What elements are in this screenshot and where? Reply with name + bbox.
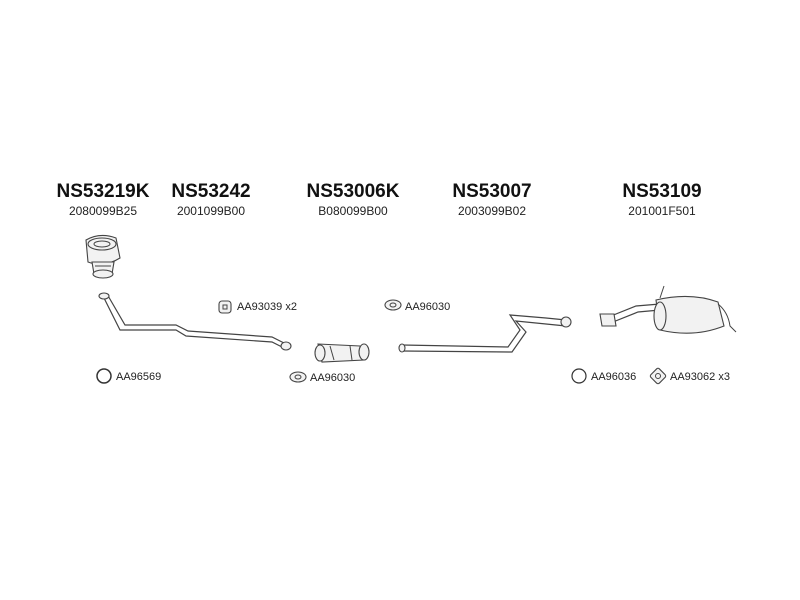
part-code-front-pipe-cat[interactable]: NS53219K [56,181,150,202]
accessory-code: AA96569 [116,371,162,383]
accessory-code: AA96030 [405,301,451,313]
accessory-label-aa93062[interactable]: AA93062 x3 [670,371,730,383]
middle-pipe-drawing[interactable] [398,314,572,353]
accessory-label-aa96030-bottom[interactable]: AA96030 [310,372,355,384]
accessory-qty: x3 [718,371,730,383]
rear-muffler-drawing[interactable] [599,285,737,334]
front-pipe-drawing[interactable] [98,292,292,351]
part-ref-front-pipe: 2001099B00 [176,204,246,218]
part-code-rear-muffler[interactable]: NS53109 [622,181,702,202]
part-code-front-pipe[interactable]: NS53242 [171,181,251,202]
ring-icon-aa96569[interactable] [96,368,112,384]
part-ref-catalytic-converter: B080099B00 [318,204,388,218]
catalytic-converter-drawing[interactable] [314,343,370,363]
accessory-code: AA93062 [670,371,716,383]
accessory-label-aa96569[interactable]: AA96569 [116,371,161,383]
accessory-label-aa96036[interactable]: AA96036 [591,371,636,383]
gasket-icon-aa96030-top[interactable] [384,299,402,311]
accessory-code: AA96030 [310,372,356,384]
accessory-label-aa96030-top[interactable]: AA96030 [405,301,450,313]
accessory-code: AA96036 [591,371,637,383]
part-code-middle-pipe[interactable]: NS53007 [452,181,532,202]
accessory-qty: x2 [285,301,297,313]
accessory-label-aa93039[interactable]: AA93039 x2 [237,301,297,313]
part-ref-rear-muffler: 201001F501 [628,204,696,218]
part-code-catalytic-converter[interactable]: NS53006K [306,181,400,202]
gasket-icon-aa96030-bottom[interactable] [289,371,307,383]
ring-icon-aa96036[interactable] [571,368,587,384]
hanger-icon-aa93039[interactable] [218,300,232,314]
clamp-icon-aa93062[interactable] [649,367,667,385]
accessory-code: AA93039 [237,301,283,313]
front-catalyst-drawing[interactable] [85,234,121,279]
part-ref-middle-pipe: 2003099B02 [457,204,527,218]
part-ref-front-pipe-cat: 2080099B25 [68,204,138,218]
